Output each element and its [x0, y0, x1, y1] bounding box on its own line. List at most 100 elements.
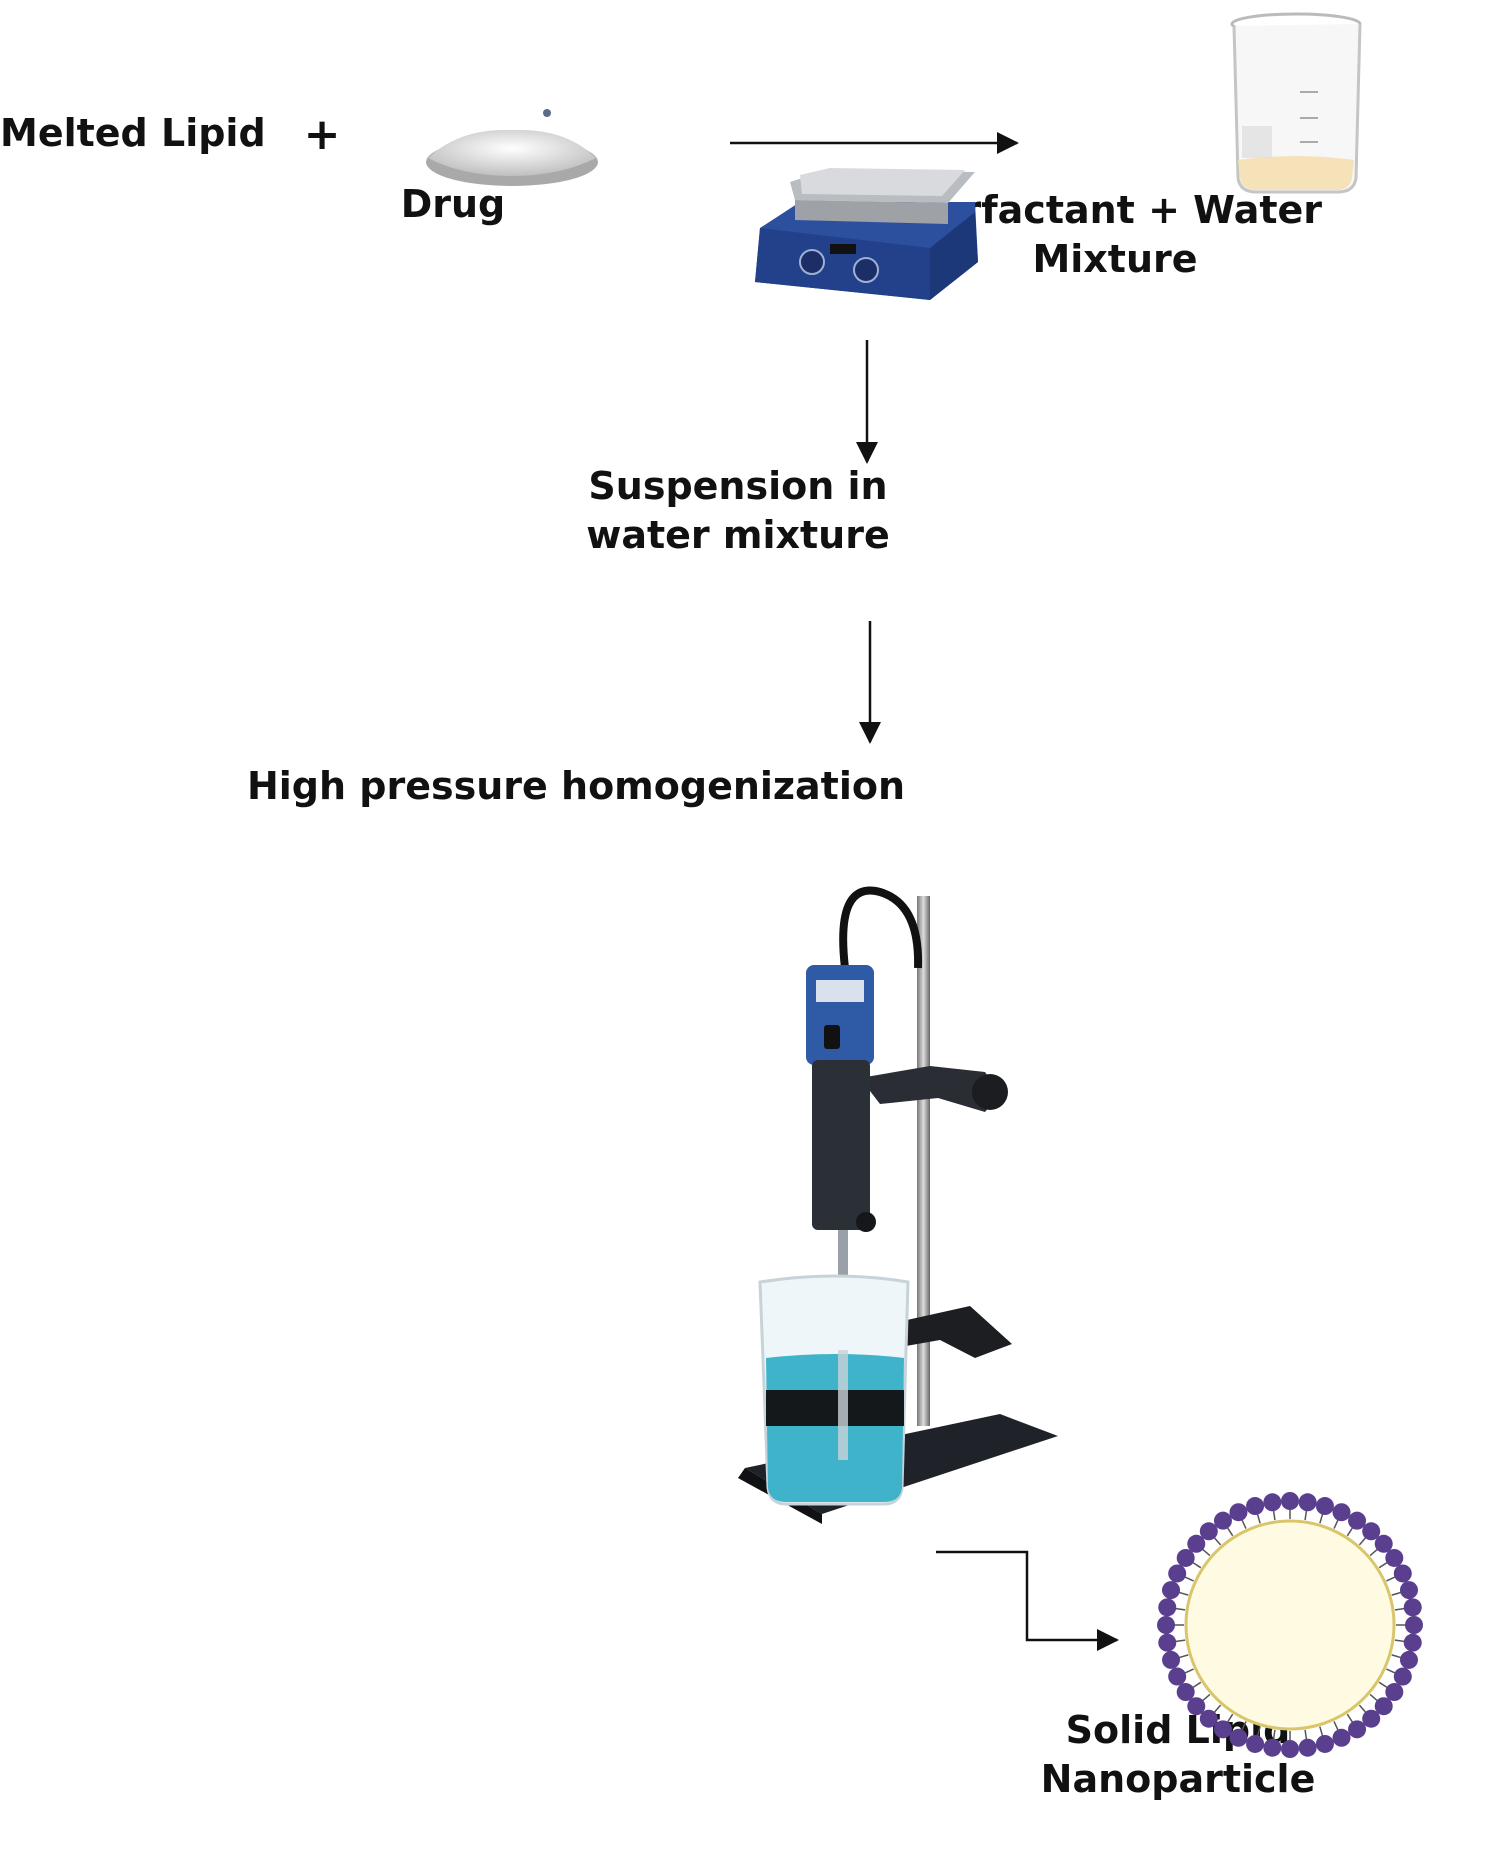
lipid-tail	[1358, 1536, 1367, 1546]
surfactant-line-2: Mixture	[1032, 237, 1198, 282]
lipid-tail	[1241, 1519, 1247, 1529]
lipid-head	[1385, 1548, 1404, 1567]
suspension-label: Suspension in water mixture	[586, 462, 890, 561]
lipid-head	[1263, 1493, 1282, 1512]
lipid-tail	[1272, 1729, 1276, 1740]
lipid-head	[1332, 1503, 1351, 1522]
nanoparticle-line-2: Nanoparticle	[1040, 1757, 1316, 1802]
lipid-head	[1281, 1740, 1299, 1758]
lipid-tail	[1346, 1527, 1354, 1537]
lipid-tail	[1386, 1668, 1396, 1674]
lipid-head	[1393, 1667, 1412, 1686]
lipid-tail	[1201, 1693, 1211, 1702]
lipid-tail	[1178, 1654, 1189, 1659]
lipid-head	[1399, 1650, 1418, 1669]
lipid-tail	[1201, 1548, 1211, 1557]
lipid-head	[1348, 1720, 1367, 1739]
lipid-head	[1385, 1683, 1404, 1702]
suspension-line-1: Suspension in	[588, 464, 888, 508]
lipid-tail	[1184, 1576, 1194, 1582]
lipid-tail	[1391, 1591, 1402, 1596]
lipid-head	[1162, 1581, 1181, 1600]
lipid-head	[1374, 1534, 1393, 1553]
lipid-head	[1176, 1683, 1195, 1702]
lipid-tail	[1226, 1713, 1234, 1723]
lipid-tail	[1272, 1510, 1276, 1521]
lipid-head	[1362, 1709, 1381, 1728]
lipid-tail	[1213, 1536, 1222, 1546]
lipid-tail	[1358, 1704, 1367, 1714]
lipid-head	[1393, 1564, 1412, 1583]
lipid-head	[1213, 1720, 1232, 1739]
lipid-tail	[1184, 1668, 1194, 1674]
surfactant-water-label: Surfactant + Water Mixture	[908, 186, 1322, 285]
lipid-tail	[1192, 1681, 1202, 1689]
lipid-head	[1213, 1511, 1232, 1530]
lipid-head	[1157, 1616, 1175, 1634]
lipid-head	[1348, 1511, 1367, 1530]
lipid-head	[1374, 1697, 1393, 1716]
lipid-head	[1229, 1503, 1248, 1522]
lipid-head	[1399, 1581, 1418, 1600]
lipid-head	[1403, 1633, 1422, 1652]
lipid-tail	[1369, 1693, 1379, 1702]
surfactant-beaker-image	[1230, 12, 1362, 194]
lipid-tail	[1178, 1591, 1189, 1596]
lipid-head	[1246, 1497, 1265, 1516]
lipid-head	[1298, 1493, 1317, 1512]
lipid-tail	[1394, 1607, 1405, 1611]
homogenization-label: High pressure homogenization	[246, 764, 906, 808]
lipid-head	[1229, 1728, 1248, 1747]
lipid-tail	[1319, 1726, 1324, 1737]
drug-label: Drug	[400, 182, 506, 226]
lipid-head	[1187, 1534, 1206, 1553]
lipid-head	[1362, 1522, 1381, 1541]
suspension-line-2: water mixture	[586, 513, 890, 558]
lipid-head	[1187, 1697, 1206, 1716]
lipid-tail	[1319, 1513, 1324, 1524]
lipid-head	[1158, 1633, 1177, 1652]
lipid-tail	[1256, 1513, 1261, 1524]
melted-lipid-label: Melted Lipid	[0, 111, 266, 155]
lipid-tail	[1175, 1639, 1186, 1643]
lipid-head	[1168, 1564, 1187, 1583]
lipid-head	[1281, 1492, 1299, 1510]
hotplate-stirrer-image	[755, 168, 978, 300]
homogenizer-image	[738, 886, 1058, 1524]
lipid-head	[1168, 1667, 1187, 1686]
lipid-tail	[1378, 1561, 1388, 1569]
lipid-tail	[1304, 1510, 1308, 1521]
lipid-tail	[1175, 1607, 1186, 1611]
nanoparticle-core	[1184, 1519, 1396, 1731]
nanoparticle-image	[1157, 1492, 1423, 1758]
lipid-head	[1403, 1598, 1422, 1617]
lipid-tail	[1346, 1713, 1354, 1723]
lipid-head	[1315, 1497, 1334, 1516]
lipid-head	[1176, 1548, 1195, 1567]
drug-powder-image	[426, 109, 598, 186]
lipid-head	[1263, 1738, 1282, 1757]
plus-sign: +	[303, 109, 341, 160]
arrow-to-nanoparticle	[936, 1550, 1119, 1651]
lipid-tail	[1192, 1561, 1202, 1569]
lipid-head	[1405, 1616, 1423, 1634]
lipid-tail	[1304, 1729, 1308, 1740]
lipid-tail	[1391, 1654, 1402, 1659]
lipid-tail	[1378, 1681, 1388, 1689]
lipid-tail	[1369, 1548, 1379, 1557]
lipid-head	[1298, 1738, 1317, 1757]
lipid-tail	[1333, 1519, 1339, 1529]
lipid-tail	[1241, 1721, 1247, 1731]
lipid-tail	[1394, 1639, 1405, 1643]
lipid-head	[1199, 1522, 1218, 1541]
lipid-head	[1158, 1598, 1177, 1617]
lipid-tail	[1213, 1704, 1222, 1714]
surfactant-line-1: Surfactant + Water	[907, 188, 1323, 232]
lipid-tail	[1386, 1576, 1396, 1582]
lipid-tail	[1226, 1527, 1234, 1537]
lipid-head	[1315, 1734, 1334, 1753]
lipid-tail	[1333, 1721, 1339, 1731]
lipid-head	[1199, 1709, 1218, 1728]
lipid-head	[1162, 1650, 1181, 1669]
